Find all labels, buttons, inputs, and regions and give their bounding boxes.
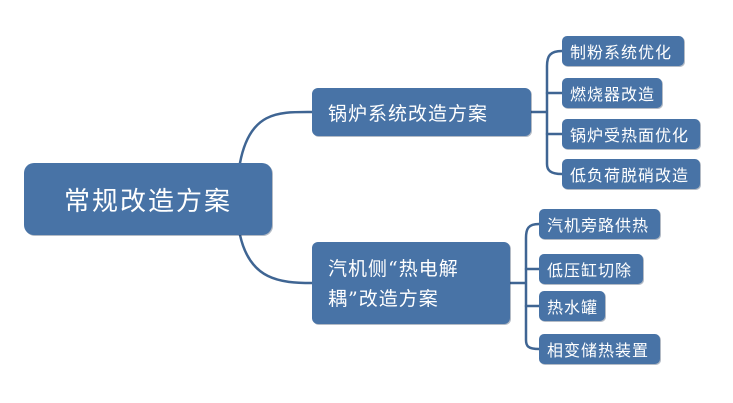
leaf-node-label: 热水罐 bbox=[547, 298, 599, 317]
leaf-node-lp-cylinder-cutoff: 低压缸切除 bbox=[539, 254, 643, 284]
connector-root-branch1 bbox=[238, 110, 314, 165]
branch-node-boiler-label: 锅炉系统改造方案 bbox=[328, 102, 489, 125]
leaf-node-label: 锅炉受热面优化 bbox=[570, 126, 690, 145]
leaf-node-phase-change-storage: 相变储热装置 bbox=[539, 334, 660, 364]
root-node-label: 常规改造方案 bbox=[63, 186, 232, 217]
leaf-node-burner: 燃烧器改造 bbox=[562, 78, 662, 108]
leaf-node-low-load-denox: 低负荷脱硝改造 bbox=[562, 159, 700, 189]
branch-node-boiler: 锅炉系统改造方案 bbox=[312, 88, 531, 136]
branch-node-turbine-label-line1: 汽机侧“热电解 bbox=[328, 258, 459, 280]
root-node: 常规改造方案 bbox=[24, 163, 272, 235]
leaf-node-pulverizing: 制粉系统优化 bbox=[562, 36, 684, 66]
leaf-node-label: 燃烧器改造 bbox=[570, 85, 656, 104]
leaf-node-label: 汽机旁路供热 bbox=[547, 216, 650, 235]
leaf-node-bypass-heating: 汽机旁路供热 bbox=[539, 209, 660, 239]
branch-node-turbine-label-line2: 耦”改造方案 bbox=[328, 288, 439, 310]
branch-node-turbine: 汽机侧“热电解 耦”改造方案 bbox=[312, 242, 510, 324]
connector-root-branch2 bbox=[238, 233, 314, 285]
connector-branch1-spine bbox=[529, 49, 564, 176]
branch-node-turbine-label: 汽机侧“热电解 耦”改造方案 bbox=[328, 254, 459, 314]
leaf-node-heating-surface: 锅炉受热面优化 bbox=[562, 119, 700, 149]
leaf-node-label: 低压缸切除 bbox=[547, 261, 633, 280]
leaf-node-label: 低负荷脱硝改造 bbox=[570, 166, 690, 185]
leaf-node-label: 制粉系统优化 bbox=[570, 43, 673, 62]
connector-branch2-spine bbox=[508, 222, 541, 351]
leaf-node-label: 相变储热装置 bbox=[547, 341, 650, 360]
leaf-node-hot-water-tank: 热水罐 bbox=[539, 291, 605, 321]
